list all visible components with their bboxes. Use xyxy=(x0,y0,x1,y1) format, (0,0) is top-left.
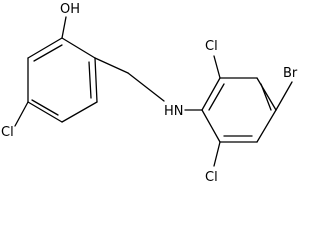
bond-c1-c2 xyxy=(94,57,98,103)
double-bond-inner-5 xyxy=(260,83,272,111)
bond-c1-ch2 xyxy=(94,57,129,74)
bond-to-cl-top xyxy=(213,55,221,79)
cl-top-label: Cl xyxy=(205,39,218,54)
bond-c3-c4 xyxy=(27,101,63,123)
double-bond-inner-1 xyxy=(88,61,92,99)
double-bond-inner-3 xyxy=(33,44,63,62)
phenol-ring xyxy=(27,37,98,123)
bond-ch2-nh xyxy=(127,72,165,102)
nh-label: HN xyxy=(164,104,184,119)
bromodichloro-ring xyxy=(201,77,277,143)
double-bond-inner-4 xyxy=(208,83,225,111)
bond-r6-r1 xyxy=(201,109,221,143)
bond-to-cl-phenol xyxy=(14,101,29,127)
bond-to-cl-bottom xyxy=(213,141,221,167)
double-bond-inner-2 xyxy=(31,99,59,116)
bond-r4-r5 xyxy=(256,109,277,143)
bond-r1-r2 xyxy=(201,77,221,111)
bond-to-br xyxy=(275,81,293,111)
cl-phenol-label: Cl xyxy=(1,125,14,140)
bond-c5-c6 xyxy=(27,37,63,59)
chemical-structure-diagram: OH Cl HN Cl Cl Br xyxy=(1,2,298,185)
cl-bottom-label: Cl xyxy=(205,170,218,185)
bond-c6-c1 xyxy=(61,37,96,59)
br-label: Br xyxy=(283,66,298,81)
bond-c2-c3 xyxy=(61,101,98,123)
bond-to-oh xyxy=(61,16,67,39)
oh-label: OH xyxy=(60,2,80,17)
bond-r3-r4 xyxy=(256,77,277,111)
